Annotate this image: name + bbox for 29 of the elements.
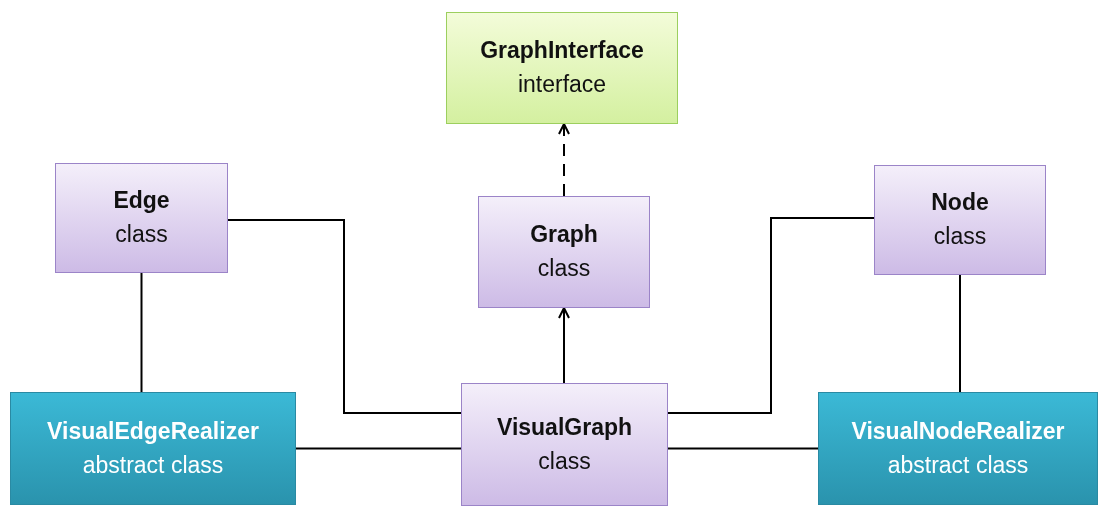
arrow	[558, 307, 570, 384]
class-box	[10, 392, 296, 505]
class-type: class	[115, 221, 168, 249]
association-line	[140, 272, 143, 393]
class-box	[874, 165, 1046, 275]
association-line	[959, 274, 961, 393]
association-line	[667, 217, 875, 414]
class-name: Node	[931, 189, 989, 217]
class-box	[478, 196, 650, 308]
class-box	[446, 12, 678, 124]
class-type: class	[933, 223, 987, 251]
class-box	[461, 383, 668, 506]
class-type: abstract class	[887, 451, 1029, 480]
class-name: VisualGraph	[496, 413, 633, 442]
class-name: VisualEdgeRealizer	[47, 417, 259, 446]
dashed-arrow	[558, 123, 570, 197]
class-box	[55, 163, 228, 273]
association-line	[667, 447, 819, 450]
association-line	[227, 219, 462, 414]
class-type: interface	[517, 71, 607, 99]
class-name: Edge	[113, 187, 170, 215]
class-name: GraphInterface	[480, 37, 644, 65]
class-box	[818, 392, 1098, 505]
class-type: abstract class	[82, 451, 224, 480]
class-name: VisualNodeRealizer	[851, 417, 1065, 446]
class-name: Graph	[530, 221, 598, 249]
association-line	[295, 447, 462, 450]
class-type: class	[537, 255, 591, 283]
class-type: class	[538, 447, 591, 476]
